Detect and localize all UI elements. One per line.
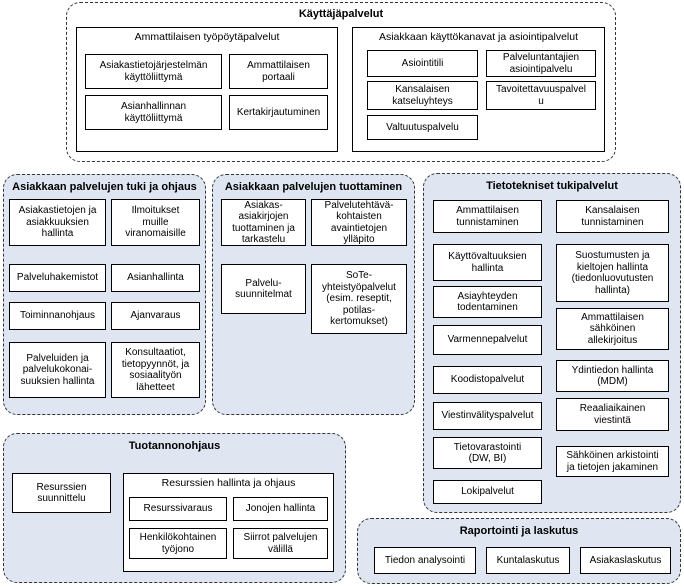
box-palvelutehtavakohtaiset-avaintiedot: Palvelutehtävä- kohtaisten avaintietojen…	[311, 199, 407, 246]
box-konsultaatiot: Konsultaatiot, tietopyynnöt, ja sosiaali…	[111, 342, 200, 398]
box-viestinvalityspalvelut: Viestinvälityspalvelut	[433, 402, 542, 430]
subgroup-title: Resurssien hallinta ja ohjaus	[161, 477, 296, 489]
group-title: Asiakkaan palvelujen tuottaminen	[224, 181, 403, 193]
subgroup-title: Asiakkaan käyttökanavat ja asiointipalve…	[378, 31, 579, 43]
group-title: Raportointi ja laskutus	[459, 525, 579, 537]
box-tiedon-analysointi: Tiedon analysointi	[374, 547, 476, 574]
box-lokipalvelut: Lokipalvelut	[433, 480, 542, 504]
box-palveluntantajien-asiointipalvelu: Palveluntantajien asiointipalvelu	[486, 50, 596, 77]
box-kansalaisen-tunnistaminen: Kansalaisen tunnistaminen	[556, 200, 669, 233]
group-title: Tuotannonohjaus	[128, 440, 221, 452]
box-kuntalaskutus: Kuntalaskutus	[486, 547, 570, 574]
box-asiakastietojen-hallinta: Asiakastietojen ja asiakkuuksien hallint…	[9, 199, 106, 246]
box-toiminnanohjaus: Toiminnanohjaus	[9, 302, 106, 330]
group-title: Tietotekniset tukipalvelut	[486, 180, 618, 192]
box-asiointitili: Asiointitili	[367, 50, 478, 77]
group-title: Asiakkaan palvelujen tuki ja ohjaus	[12, 181, 197, 193]
box-palveluiden-hallinta: Palveluiden ja palvelukokonai- suuksien …	[9, 342, 106, 398]
group-title: Käyttäjäpalvelut	[298, 8, 384, 20]
box-suostumusten-hallinta: Suostumusten ja kieltojen hallinta (tied…	[556, 244, 669, 302]
box-ilmoitukset: Ilmoitukset muille viranomaisille	[111, 199, 200, 246]
box-resurssien-suunnittelu: Resurssien suunnittelu	[12, 473, 111, 513]
box-asiakastietojarjestelman-kayttoliittyma: Asiakastietojärjestelmän käyttöliittymä	[85, 54, 222, 89]
box-kayttovaltuuksien-hallinta: Käyttövaltuuksien hallinta	[433, 244, 542, 281]
box-koodistopalvelut: Koodistopalvelut	[433, 366, 542, 394]
box-ammattilaisen-portaali: Ammattilaisen portaali	[229, 54, 328, 89]
box-varmennepalvelut: Varmennepalvelut	[433, 325, 542, 355]
box-tavoitettavuuspalvelu: Tavoitettavuuspalvel u	[486, 81, 596, 110]
box-sahkoinen-arkistointi: Sähköinen arkistointi ja tietojen jakami…	[556, 446, 669, 477]
box-jonojen-hallinta: Jonojen hallinta	[233, 497, 328, 521]
box-sote-yhteistyopalvelut: SoTe- yhteistyöpalvelut (esim. reseptit,…	[311, 264, 407, 334]
box-ydintiedon-hallinta: Ydintiedon hallinta (MDM)	[556, 360, 669, 392]
box-ammattilaisen-tunnistaminen: Ammattilaisen tunnistaminen	[433, 200, 542, 233]
box-ajanvaraus: Ajanvaraus	[111, 302, 200, 330]
box-ammattilaisen-sahkoinen-allekirjoitus: Ammattilaisen sähköinen allekirjoitus	[556, 308, 669, 350]
box-kansalaisen-katseluyhteys: Kansalaisen katseluyhteys	[367, 81, 478, 110]
box-asianhallinta: Asianhallinta	[111, 264, 200, 292]
box-reaaliaikainen-viestinta: Reaaliaikainen viestintä	[556, 398, 669, 431]
subgroup-ammattilaisen-tyopoyta: Ammattilaisen työpöytäpalvelut	[76, 27, 338, 152]
box-asianhallinnan-kayttoliittyma: Asianhallinnan käyttöliittymä	[85, 95, 222, 130]
box-siirrot-palvelujen-valilla: Siirrot palvelujen välillä	[233, 528, 328, 559]
box-palvelusuunnitelmat: Palvelu- suunnitelmat	[221, 264, 306, 314]
box-valtuutuspalvelu: Valtuutuspalvelu	[367, 115, 478, 140]
subgroup-title: Ammattilaisen työpöytäpalvelut	[134, 31, 280, 43]
box-asiayhteyden-todentaminen: Asiayhteyden todentaminen	[433, 286, 542, 318]
box-henkilokohtainen-tyojono: Henkilökohtainen työjono	[129, 528, 227, 559]
box-asiakaslaskutus: Asiakaslaskutus	[580, 547, 671, 574]
box-resurssivaraus: Resurssivaraus	[129, 497, 227, 521]
box-palveluhakemistot: Palveluhakemistot	[9, 264, 106, 292]
box-tietovarastointi: Tietovarastointi (DW, BI)	[433, 437, 542, 469]
box-kertakirjautuminen: Kertakirjautuminen	[229, 95, 328, 130]
box-asiakasasiakirjojen-tuottaminen: Asiakas- asiakirjojen tuottaminen ja tar…	[221, 199, 306, 246]
